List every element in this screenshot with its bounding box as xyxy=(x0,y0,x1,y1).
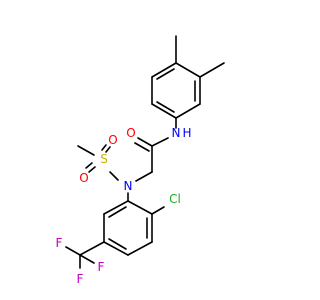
bond xyxy=(151,62,177,78)
bond xyxy=(88,166,96,173)
atom-label-sulfonyl-oxygen-left: O xyxy=(79,171,88,185)
atom-label-sulfonyl-oxygen-top: O xyxy=(108,133,117,147)
bond xyxy=(103,241,129,256)
bond xyxy=(135,171,153,182)
atom-label-amide-hydrogen: H xyxy=(182,126,191,140)
bond xyxy=(79,254,95,264)
atom-label-carbonyl-oxygen: O xyxy=(126,126,135,140)
bond xyxy=(79,241,105,256)
atom-label-sulfur: S xyxy=(100,152,108,166)
bond xyxy=(151,103,177,119)
atom-labels: O N H N S O O Cl F F F xyxy=(56,126,192,286)
bond xyxy=(85,162,93,169)
bond xyxy=(105,146,111,153)
bond xyxy=(156,101,175,113)
atom-label-amide-nitrogen: N xyxy=(172,126,181,140)
bond xyxy=(156,68,175,80)
bond xyxy=(151,206,165,215)
atom-label-chlorine: Cl xyxy=(169,192,181,206)
atom-label-fluorine-3: F xyxy=(98,260,105,274)
bond xyxy=(175,103,201,119)
atom-label-fluorine-1: F xyxy=(56,236,63,250)
bond xyxy=(108,238,127,250)
bond xyxy=(77,145,95,156)
bond xyxy=(127,200,153,215)
molecule-diagram: O N H N S O O Cl F F F xyxy=(55,35,225,286)
bond xyxy=(65,246,81,256)
bond xyxy=(134,142,150,152)
bond xyxy=(151,137,169,147)
bond xyxy=(108,206,127,218)
atom-label-sulfonamide-nitrogen: N xyxy=(124,179,133,193)
bond xyxy=(199,62,225,78)
atom-label-fluorine-2: F xyxy=(77,272,84,286)
bond xyxy=(175,62,201,78)
bond xyxy=(137,137,153,147)
bond xyxy=(103,200,129,215)
bond xyxy=(101,144,107,151)
bond xyxy=(109,171,119,181)
structure-svg: O N H N S O O Cl F F F xyxy=(56,35,225,286)
bonds xyxy=(65,35,225,269)
bond xyxy=(127,241,153,256)
